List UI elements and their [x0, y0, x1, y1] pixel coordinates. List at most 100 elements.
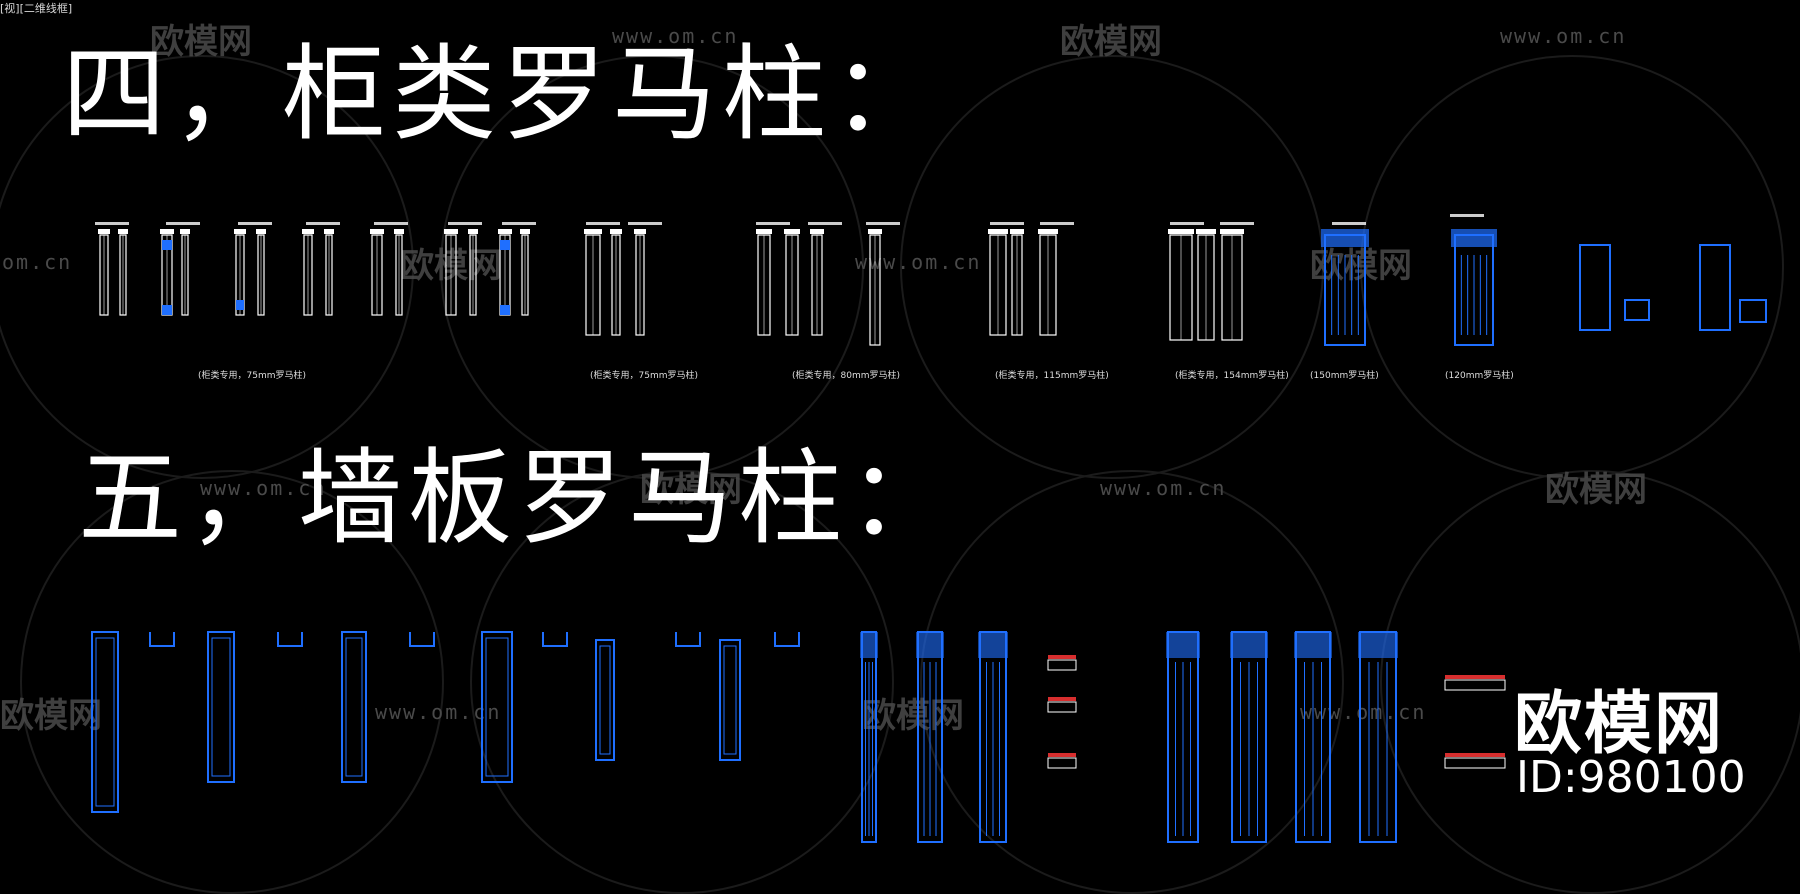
- panel-column: [719, 639, 741, 761]
- panel-inset: [723, 645, 737, 755]
- column-capital: [1168, 229, 1194, 234]
- drawing-caption: (柜类专用，80mm罗马柱): [792, 371, 901, 381]
- drawing-caption: (柜类专用，75mm罗马柱): [198, 371, 307, 381]
- column-capital: [584, 229, 602, 234]
- panel-inset: [345, 637, 363, 777]
- column-capital: [756, 229, 772, 234]
- watermark-url: www.om.cn: [375, 700, 502, 724]
- column-label-mark: [628, 222, 662, 225]
- watermark-logo: 欧模网: [0, 696, 102, 736]
- column-label-mark: [95, 222, 129, 225]
- watermark-logo: 欧模网: [862, 696, 964, 736]
- column-label-mark: [586, 222, 620, 225]
- column-capital: [1451, 229, 1497, 247]
- watermark-url: www.om.cn: [612, 24, 739, 48]
- panel-inset: [211, 637, 231, 777]
- column-capital: [98, 229, 110, 234]
- watermark-url: www.om.cn: [1500, 24, 1627, 48]
- profile-section: [277, 632, 303, 647]
- column-capital: [180, 229, 190, 234]
- column-capital: [1166, 632, 1200, 658]
- plinth-dimension: [1445, 675, 1505, 679]
- column-capital: [1038, 229, 1058, 234]
- column-capital: [118, 229, 128, 234]
- plinth-section: [1047, 659, 1077, 671]
- plinth-dimension: [1048, 697, 1076, 701]
- drawing-caption: (柜类专用，75mm罗马柱): [590, 371, 699, 381]
- profile-section: [774, 632, 800, 647]
- column-label-mark: [1332, 222, 1366, 225]
- column-label-mark: [502, 222, 536, 225]
- profile-section: [149, 632, 175, 647]
- column-capital: [160, 229, 174, 234]
- section-4-heading: 四，柜类罗马柱：: [62, 33, 943, 155]
- column-capital: [394, 229, 404, 234]
- profile-section: [675, 632, 701, 647]
- column-label-mark: [166, 222, 200, 225]
- column-label-mark: [1040, 222, 1074, 225]
- column-accent: [162, 240, 172, 250]
- cabinet-column-drawings: [95, 214, 1767, 346]
- column-capital: [868, 229, 882, 234]
- panel-column: [481, 631, 513, 783]
- panel-column: [91, 631, 119, 813]
- plinth-section: [1047, 701, 1077, 713]
- panel-column: [595, 639, 615, 761]
- watermark-url: om.cn: [2, 250, 73, 274]
- column-capital: [1358, 632, 1398, 658]
- column-capital: [370, 229, 384, 234]
- column-capital: [498, 229, 512, 234]
- column-capital: [1294, 632, 1332, 658]
- column-capital: [860, 632, 878, 658]
- cad-drawing-canvas[interactable]: [0, 0, 1800, 853]
- column-capital: [784, 229, 800, 234]
- section-5-heading: 五，墙板罗马柱：: [78, 437, 959, 559]
- column-capital: [324, 229, 334, 234]
- column-capital: [1230, 632, 1268, 658]
- column-capital: [916, 632, 944, 658]
- column-capital: [1196, 229, 1216, 234]
- plinth-section: [1444, 757, 1506, 769]
- column-label-mark: [808, 222, 842, 225]
- column-capital: [634, 229, 646, 234]
- drawing-caption: (150mm罗马柱): [1310, 371, 1379, 381]
- drawing-caption: (柜类专用，154mm罗马柱): [1175, 371, 1289, 381]
- panel-column-drawings: [91, 631, 1506, 843]
- column-capital: [444, 229, 458, 234]
- watermark-logo: 欧模网: [1310, 246, 1412, 286]
- watermark-logo: 欧模网: [150, 22, 252, 62]
- plinth-section: [1444, 679, 1506, 691]
- watermark-logo: 欧模网: [640, 470, 742, 510]
- plinth-section: [1047, 757, 1077, 769]
- column-capital: [978, 632, 1008, 658]
- drawing-caption: (柜类专用，115mm罗马柱): [995, 371, 1109, 381]
- column-capital: [520, 229, 530, 234]
- column-label-mark: [306, 222, 340, 225]
- blue-column: [1579, 244, 1611, 331]
- column-capital: [468, 229, 478, 234]
- column-capital: [610, 229, 622, 234]
- panel-inset: [485, 637, 509, 777]
- plinth-dimension: [1048, 753, 1076, 757]
- column-label-mark: [238, 222, 272, 225]
- column-label-mark: [374, 222, 408, 225]
- brand-logo-text: 欧模网: [1514, 685, 1725, 764]
- plinth-dimension: [1445, 753, 1505, 757]
- profile-section: [409, 632, 435, 647]
- column-capital: [1220, 229, 1244, 234]
- panel-column: [341, 631, 367, 783]
- column-capital: [1321, 229, 1369, 247]
- watermark-logo: 欧模网: [1060, 22, 1162, 62]
- watermark-url: www.om.cn: [855, 250, 982, 274]
- profile-section: [542, 632, 568, 647]
- column-accent: [236, 300, 244, 310]
- column-label-mark: [1220, 222, 1254, 225]
- column-label-mark: [866, 222, 900, 225]
- viewport-label[interactable]: [视][二维线框]: [0, 2, 73, 15]
- column-capital: [810, 229, 824, 234]
- column-accent: [500, 240, 510, 250]
- drawing-caption: (120mm罗马柱): [1445, 371, 1514, 381]
- column-section: [1624, 299, 1650, 321]
- plinth-dimension: [1048, 655, 1076, 659]
- column-label-mark: [1450, 214, 1484, 217]
